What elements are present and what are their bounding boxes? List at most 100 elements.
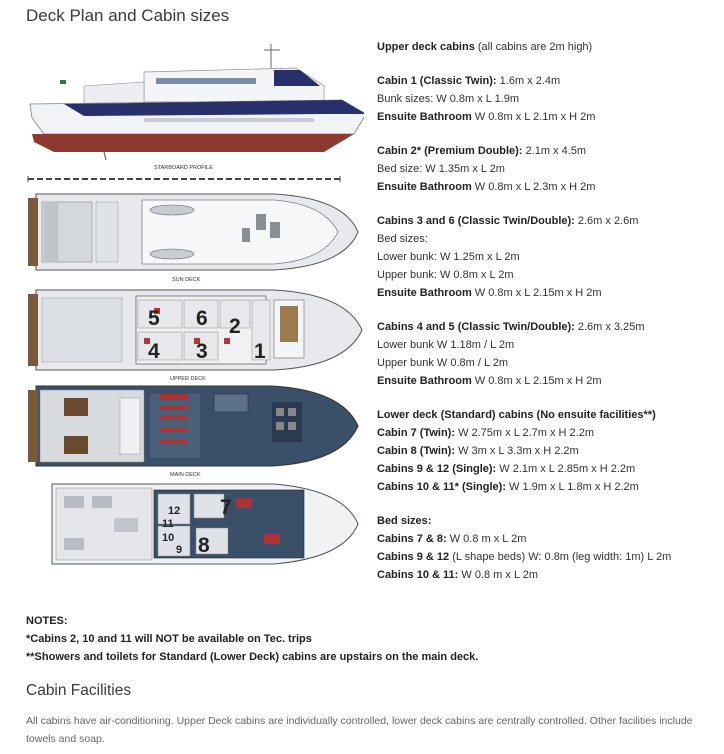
spec-line: Upper bunk W 0.8m / L 2m — [377, 354, 717, 372]
scale-bar — [27, 176, 341, 182]
spec-line: Ensuite Bathroom W 0.8m x L 2.3m x H 2m — [377, 178, 717, 196]
spec-label: Bed sizes: — [377, 515, 432, 527]
spec-value: W 2.75m x L 2.7m x H 2.2m — [455, 427, 594, 439]
spec-value: W 2.1m x L 2.85m x H 2.2m — [496, 463, 636, 475]
cabin-number-11: 11 — [162, 518, 174, 530]
spec-line: Cabins 7 & 8: W 0.8 m x L 2m — [377, 530, 717, 548]
spec-value: 2.6m x 2.6m — [574, 215, 639, 227]
spec-value: Lower bunk W 1.18m / L 2m — [377, 339, 515, 351]
spec-line: Ensuite Bathroom W 0.8m x L 2.15m x H 2m — [377, 372, 717, 390]
spec-value: W 1.9m x L 1.8m x H 2.2m — [505, 481, 639, 493]
spec-gap — [377, 496, 717, 512]
spec-label: Cabin 2* (Premium Double): — [377, 145, 523, 157]
spec-gap — [377, 196, 717, 212]
sun-deck-label: SUN DECK — [172, 277, 201, 283]
spec-value: (all cabins are 2m high) — [474, 41, 593, 53]
notes-title: NOTES: — [26, 615, 68, 627]
spec-value: W 0.8 m x L 2m — [458, 569, 538, 581]
cabin-specs: Upper deck cabins (all cabins are 2m hig… — [377, 38, 717, 584]
sun-deck-plan: SUN DECK — [28, 193, 359, 283]
cabin-number-4: 4 — [148, 340, 160, 363]
spec-line: Lower deck (Standard) cabins (No ensuite… — [377, 406, 717, 424]
note-1: *Cabins 2, 10 and 11 will NOT be availab… — [26, 633, 312, 645]
spec-value: 2.1m x 4.5m — [522, 145, 587, 157]
spec-value: Bed sizes: — [377, 233, 428, 245]
cabin-number-6: 6 — [196, 307, 208, 330]
upper-deck-plan: 5 6 2 4 3 1 UPPER DECK — [28, 289, 363, 382]
spec-label: Cabins 10 & 11* (Single): — [377, 481, 506, 493]
notes: NOTES: *Cabins 2, 10 and 11 will NOT be … — [26, 612, 478, 666]
spec-value: 1.6m x 2.4m — [496, 75, 561, 87]
spec-label: Cabins 4 and 5 (Classic Twin/Double): — [377, 321, 575, 333]
cabin-number-1: 1 — [254, 340, 266, 363]
spec-label: Cabins 7 & 8: — [377, 533, 447, 545]
spec-line: Cabin 1 (Classic Twin): 1.6m x 2.4m — [377, 72, 717, 90]
spec-label: Cabins 3 and 6 (Classic Twin/Double): — [377, 215, 575, 227]
spec-value: 2.6m x 3.25m — [574, 321, 645, 333]
spec-line: Ensuite Bathroom W 0.8m x L 2.15m x H 2m — [377, 284, 717, 302]
page-title: Deck Plan and Cabin sizes — [26, 6, 230, 25]
spec-line: Bed sizes: — [377, 512, 717, 530]
spec-value: Upper bunk W 0.8m / L 2m — [377, 357, 509, 369]
lower-deck-plan: 12 11 7 10 9 8 — [51, 483, 359, 565]
facilities-heading: Cabin Facilities — [26, 682, 132, 699]
spec-value: Bed size: W 1.35m x L 2m — [377, 163, 505, 175]
spec-value: Bunk sizes: W 0.8m x L 1.9m — [377, 93, 520, 105]
spec-line: Cabin 2* (Premium Double): 2.1m x 4.5m — [377, 142, 717, 160]
spec-label: Cabins 9 & 12 — [377, 551, 450, 563]
spec-gap — [377, 390, 717, 406]
spec-label: Ensuite Bathroom — [377, 181, 472, 193]
spec-line: Lower bunk: W 1.25m x L 2m — [377, 248, 717, 266]
spec-value: W 3m x L 3.3m x H 2.2m — [455, 445, 579, 457]
spec-label: Ensuite Bathroom — [377, 287, 472, 299]
starboard-profile-label: STARBOARD PROFILE — [154, 165, 213, 171]
spec-value: (L shape beds) W: 0.8m (leg width: 1m) L… — [449, 551, 672, 563]
upper-deck-label: UPPER DECK — [170, 376, 206, 382]
main-deck-label: MAIN DECK — [170, 472, 201, 478]
spec-line: Ensuite Bathroom W 0.8m x L 2.1m x H 2m — [377, 108, 717, 126]
spec-value: W 0.8m x L 2.3m x H 2m — [471, 181, 596, 193]
spec-line: Bunk sizes: W 0.8m x L 1.9m — [377, 90, 717, 108]
cabin-number-5: 5 — [148, 307, 160, 330]
deck-plan-diagram: STARBOARD PROFILE SUN DECK — [27, 44, 364, 565]
spec-label: Lower deck (Standard) cabins (No ensuite… — [377, 409, 656, 421]
cabin-number-12: 12 — [168, 505, 180, 517]
starboard-profile: STARBOARD PROFILE — [29, 44, 364, 171]
cabin-number-8: 8 — [198, 534, 210, 557]
cabin-number-10: 10 — [162, 532, 174, 544]
main-deck-plan: MAIN DECK — [28, 385, 359, 478]
spec-value: W 0.8m x L 2.15m x H 2m — [471, 287, 602, 299]
spec-label: Ensuite Bathroom — [377, 375, 472, 387]
spec-label: Cabins 10 & 11: — [377, 569, 459, 581]
note-2: **Showers and toilets for Standard (Lowe… — [26, 651, 479, 663]
spec-line: Cabins 9 & 12 (L shape beds) W: 0.8m (le… — [377, 548, 717, 566]
spec-label: Cabin 8 (Twin): — [377, 445, 456, 457]
cabin-number-3: 3 — [196, 340, 208, 363]
spec-value: W 0.8 m x L 2m — [446, 533, 527, 545]
cabin-number-2: 2 — [229, 315, 241, 338]
spec-line: Cabin 8 (Twin): W 3m x L 3.3m x H 2.2m — [377, 442, 717, 460]
spec-line: Bed size: W 1.35m x L 2m — [377, 160, 717, 178]
spec-value: Upper bunk: W 0.8m x L 2m — [377, 269, 514, 281]
spec-line: Cabins 9 & 12 (Single): W 2.1m x L 2.85m… — [377, 460, 717, 478]
spec-gap — [377, 302, 717, 318]
spec-label: Ensuite Bathroom — [377, 111, 472, 123]
spec-value: W 0.8m x L 2.15m x H 2m — [471, 375, 602, 387]
spec-line: Upper bunk: W 0.8m x L 2m — [377, 266, 717, 284]
spec-line: Cabins 3 and 6 (Classic Twin/Double): 2.… — [377, 212, 717, 230]
spec-line: Cabins 10 & 11* (Single): W 1.9m x L 1.8… — [377, 478, 717, 496]
spec-line: Lower bunk W 1.18m / L 2m — [377, 336, 717, 354]
facilities-text: All cabins have air-conditioning. Upper … — [26, 715, 693, 745]
spec-line: Cabins 10 & 11: W 0.8 m x L 2m — [377, 566, 717, 584]
spec-label: Cabin 1 (Classic Twin): — [377, 75, 497, 87]
spec-gap — [377, 126, 717, 142]
spec-value: W 0.8m x L 2.1m x H 2m — [471, 111, 596, 123]
cabin-number-7: 7 — [220, 496, 232, 519]
spec-line: Cabins 4 and 5 (Classic Twin/Double): 2.… — [377, 318, 717, 336]
spec-value: Lower bunk: W 1.25m x L 2m — [377, 251, 520, 263]
cabin-number-9: 9 — [176, 544, 182, 556]
spec-gap — [377, 56, 717, 72]
spec-label: Upper deck cabins — [377, 41, 475, 53]
spec-label: Cabins 9 & 12 (Single): — [377, 463, 497, 475]
spec-line: Bed sizes: — [377, 230, 717, 248]
